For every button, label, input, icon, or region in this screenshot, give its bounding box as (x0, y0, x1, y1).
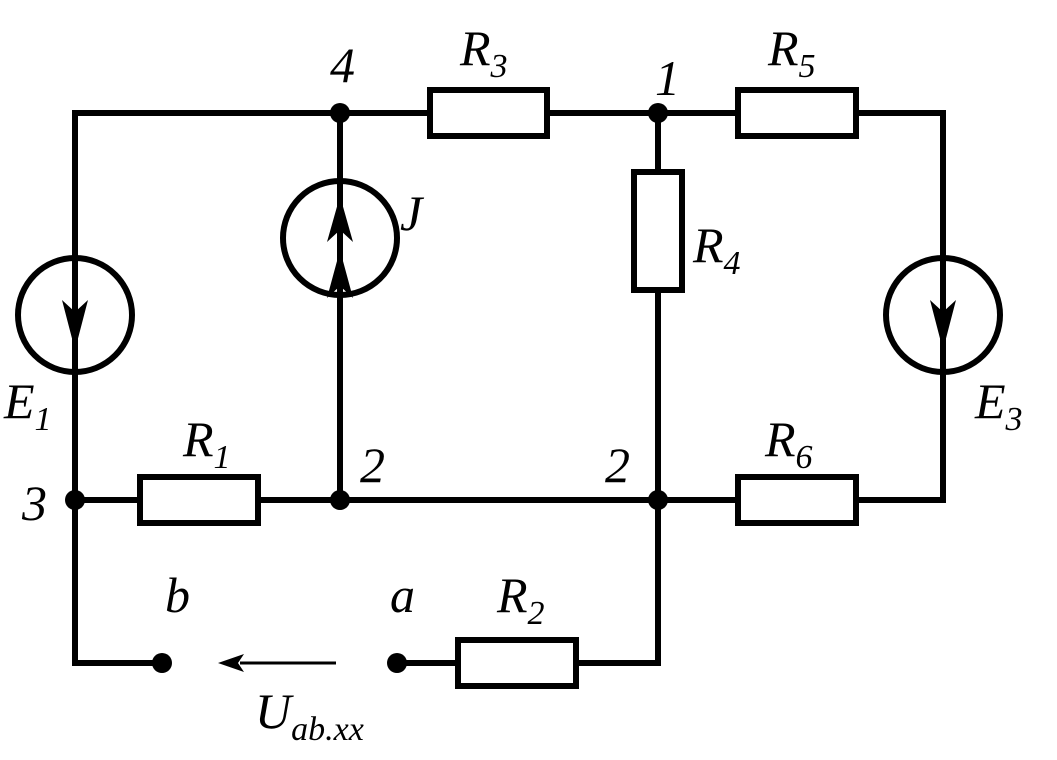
node-2-left-dot (330, 490, 350, 510)
label-e1: E1 (3, 373, 52, 438)
label-r2: R2 (496, 567, 545, 632)
source-e1 (15, 255, 135, 375)
node-1-dot (648, 103, 668, 123)
label-node-2-right: 2 (605, 437, 630, 493)
label-terminal-b: b (165, 567, 190, 623)
terminal-a (387, 653, 407, 673)
label-terminal-a: a (390, 567, 415, 623)
arrow-up-icon (327, 250, 353, 298)
resistor-r6 (735, 474, 859, 526)
arrow-up-icon (327, 196, 353, 242)
arrow-down-icon (930, 300, 956, 350)
label-r5: R5 (767, 20, 816, 85)
wire-r6-to-e3 (853, 312, 946, 503)
voltage-arrow (218, 654, 336, 672)
source-j (280, 178, 400, 500)
label-u-ab-xx: Uab.xx (255, 683, 364, 748)
label-node-3: 3 (21, 475, 47, 531)
resistor-r4 (631, 169, 685, 293)
label-node-2-left: 2 (360, 437, 385, 493)
label-node-1: 1 (655, 50, 680, 106)
terminal-b (152, 653, 172, 673)
resistor-r5 (735, 87, 859, 139)
node-3-dot (65, 490, 85, 510)
label-node-4: 4 (330, 37, 355, 93)
source-e3 (883, 255, 1003, 375)
node-2-right-dot (648, 490, 668, 510)
label-e3: E3 (974, 373, 1023, 438)
arrow-left-icon (218, 654, 244, 672)
wire-top-left (72, 110, 433, 318)
resistor-r2 (455, 637, 579, 689)
label-r3: R3 (459, 20, 508, 85)
resistor-r3 (427, 87, 550, 139)
resistor-r1 (137, 474, 261, 526)
label-j: J (400, 185, 425, 241)
node-4-dot (330, 103, 350, 123)
label-r4: R4 (692, 217, 741, 282)
wire-r5-to-e3 (853, 110, 946, 318)
label-r6: R6 (764, 411, 813, 476)
label-r1: R1 (182, 411, 231, 476)
arrow-down-icon (62, 300, 88, 350)
